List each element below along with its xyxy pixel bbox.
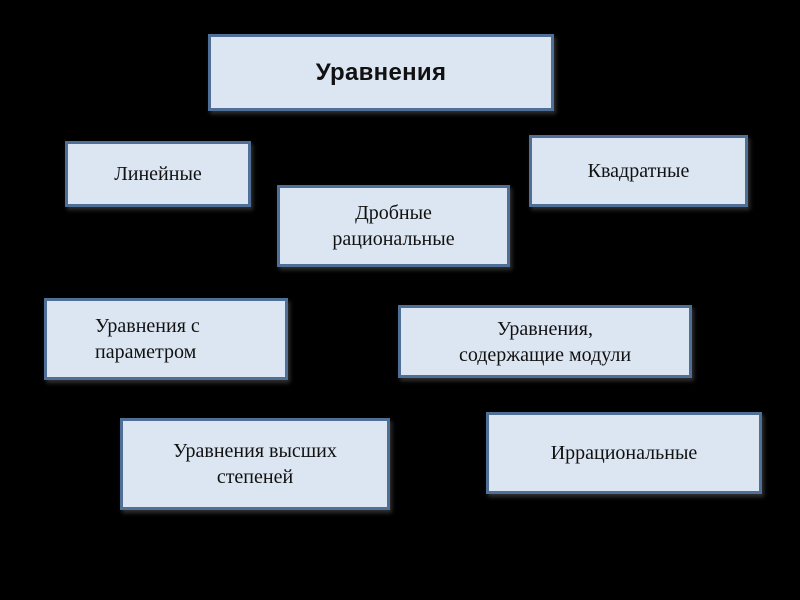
category-label-linear: Линейные (114, 163, 202, 185)
category-box-linear: Линейные (65, 141, 251, 207)
category-label-with-modulus: Уравнения, содержащие модули (458, 317, 632, 366)
category-box-quadratic: Квадратные (529, 135, 748, 207)
title-label: Уравнения (315, 58, 447, 86)
category-label-quadratic: Квадратные (587, 160, 690, 182)
category-box-irrational: Иррациональные (486, 412, 762, 494)
category-box-higher-degree: Уравнения высших степеней (120, 418, 390, 510)
title-box: Уравнения (208, 34, 554, 111)
category-label-irrational: Иррациональные (550, 442, 698, 464)
category-box-with-modulus: Уравнения, содержащие модули (398, 305, 692, 378)
category-label-with-parameter: Уравнения с параметром (95, 315, 200, 363)
category-label-higher-degree: Уравнения высших степеней (173, 440, 337, 488)
category-label-fractional-rational: Дробные рациональные (332, 202, 455, 250)
category-box-fractional-rational: Дробные рациональные (277, 185, 510, 267)
category-box-with-parameter: Уравнения с параметром (44, 298, 288, 380)
